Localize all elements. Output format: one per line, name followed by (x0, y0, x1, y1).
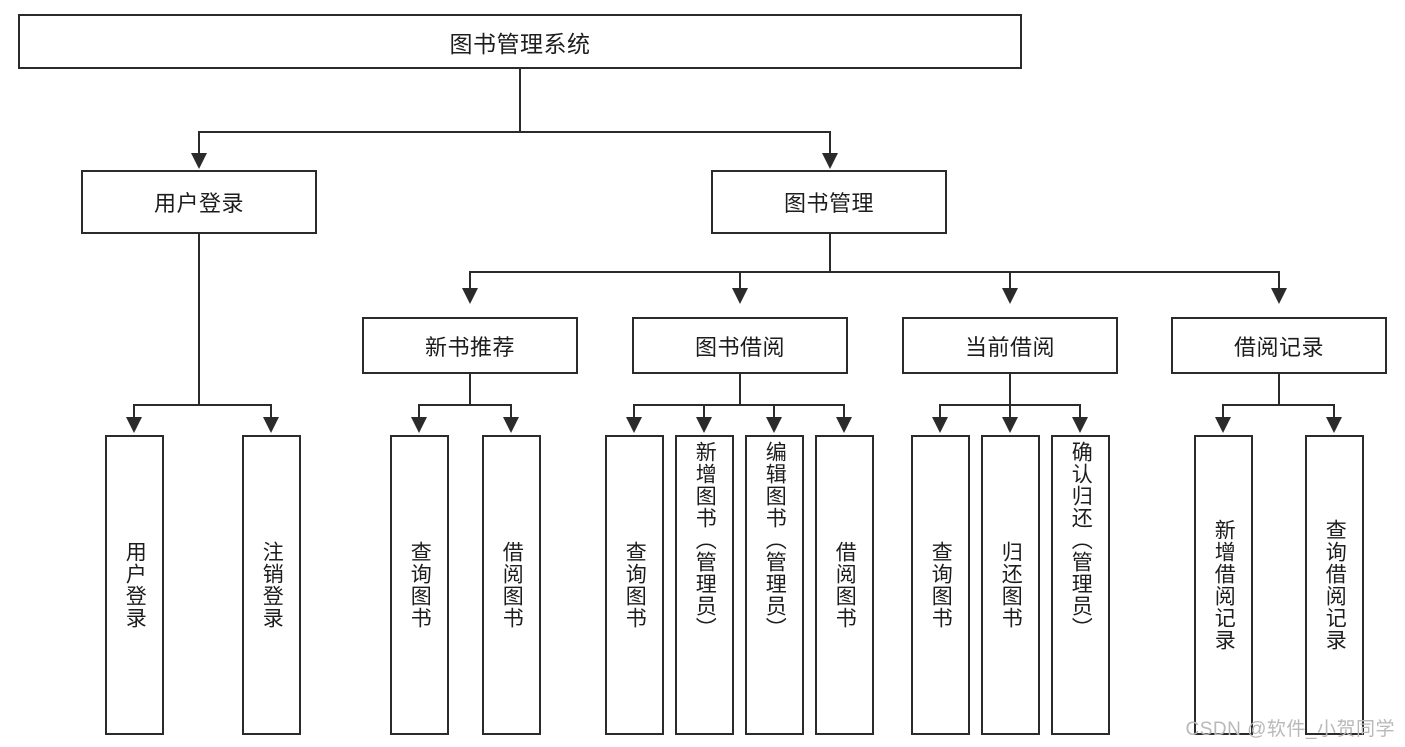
arrowhead-leaf-confirm-return (1072, 417, 1088, 433)
edge-user-login-drop-2 (270, 404, 272, 419)
node-book-borrow-label: 图书借阅 (694, 334, 785, 360)
edge-borrow-drop-4 (843, 404, 845, 419)
edge-current-stem (1009, 374, 1011, 405)
leaf-query-book-recommend-label: 查询图书 (408, 541, 432, 629)
leaf-borrow-book-recommend-label: 借阅图书 (500, 541, 524, 629)
arrowhead-leaf-query-record (1326, 417, 1342, 433)
leaf-borrow-book-label: 借阅图书 (833, 541, 857, 629)
node-book-management[interactable]: 图书管理 (711, 170, 947, 234)
edge-user-login-stem (198, 234, 200, 405)
edge-borrow-bus (633, 404, 845, 406)
leaf-borrow-book-recommend[interactable]: 借阅图书 (482, 435, 541, 735)
arrowhead-leaf-logout (263, 417, 279, 433)
arrowhead-leaf-borrow-book-2 (836, 417, 852, 433)
leaf-edit-book-admin-label: 编辑图书（管理员） (763, 441, 787, 639)
edge-user-login-drop-1 (133, 404, 135, 419)
edge-level3-bus (469, 271, 1280, 273)
node-new-book-recommend[interactable]: 新书推荐 (362, 317, 578, 374)
leaf-add-borrow-record[interactable]: 新增借阅记录 (1194, 435, 1253, 735)
leaf-confirm-return-admin[interactable]: 确认归还（管理员） (1051, 435, 1110, 735)
leaf-query-borrow-record[interactable]: 查询借阅记录 (1305, 435, 1364, 735)
edge-borrow-drop-3 (773, 404, 775, 419)
leaf-user-login-label: 用户登录 (123, 541, 147, 629)
leaf-query-book-recommend[interactable]: 查询图书 (390, 435, 449, 735)
edge-level3-drop-3 (1009, 271, 1011, 289)
leaf-query-book-current-label: 查询图书 (929, 541, 953, 629)
leaf-return-book-label: 归还图书 (999, 541, 1023, 629)
node-current-borrow[interactable]: 当前借阅 (902, 317, 1118, 374)
node-root-system-label: 图书管理系统 (449, 30, 591, 57)
edge-records-bus (1222, 404, 1335, 406)
node-borrow-records-label: 借阅记录 (1233, 334, 1324, 360)
leaf-query-borrow-record-label: 查询借阅记录 (1323, 519, 1347, 651)
edge-borrow-drop-1 (633, 404, 635, 419)
leaf-query-book-borrow[interactable]: 查询图书 (605, 435, 664, 735)
leaf-borrow-book[interactable]: 借阅图书 (815, 435, 874, 735)
edge-recommend-stem (469, 374, 471, 405)
arrowhead-borrow-records (1271, 288, 1287, 304)
arrowhead-new-book-recommend (462, 288, 478, 304)
arrowhead-leaf-add-book (696, 417, 712, 433)
edge-records-stem (1278, 374, 1280, 405)
edge-user-login-bus (133, 404, 271, 406)
edge-to-user-login (198, 131, 200, 155)
leaf-query-book-current[interactable]: 查询图书 (911, 435, 970, 735)
edge-borrow-stem (739, 374, 741, 405)
leaf-query-book-borrow-label: 查询图书 (623, 541, 647, 629)
arrowhead-current-borrow (1002, 288, 1018, 304)
edge-recommend-bus (418, 404, 511, 406)
edge-records-drop-2 (1333, 404, 1335, 419)
leaf-add-borrow-record-label: 新增借阅记录 (1212, 519, 1236, 651)
edge-to-book-manage (829, 131, 831, 155)
leaf-add-book-admin-label: 新增图书（管理员） (693, 441, 717, 639)
arrowhead-leaf-borrow-book-1 (503, 417, 519, 433)
node-root-system[interactable]: 图书管理系统 (18, 14, 1022, 69)
edge-current-drop-3 (1079, 404, 1081, 419)
leaf-confirm-return-admin-label: 确认归还（管理员） (1069, 441, 1093, 639)
arrowhead-leaf-return-book (1002, 417, 1018, 433)
leaf-add-book-admin[interactable]: 新增图书（管理员） (675, 435, 734, 735)
edge-current-drop-2 (1009, 404, 1011, 419)
node-book-borrow[interactable]: 图书借阅 (632, 317, 848, 374)
edge-level3-drop-4 (1278, 271, 1280, 289)
edge-book-manage-stem (829, 234, 831, 272)
leaf-edit-book-admin[interactable]: 编辑图书（管理员） (745, 435, 804, 735)
node-user-login-label: 用户登录 (153, 191, 244, 216)
node-user-login[interactable]: 用户登录 (81, 170, 317, 234)
edge-level3-drop-2 (739, 271, 741, 289)
arrowhead-leaf-query-book-3 (932, 417, 948, 433)
leaf-logout-label: 注销登录 (260, 541, 284, 629)
arrowhead-user-login (191, 153, 207, 169)
edge-records-drop-1 (1222, 404, 1224, 419)
arrowhead-leaf-user-login (126, 417, 142, 433)
arrowhead-leaf-query-book-2 (626, 417, 642, 433)
node-current-borrow-label: 当前借阅 (964, 334, 1055, 360)
edge-root-stem (519, 69, 521, 132)
csdn-watermark: CSDN @软件_小贺同学 (1185, 719, 1395, 740)
node-new-book-recommend-label: 新书推荐 (424, 334, 515, 360)
leaf-logout[interactable]: 注销登录 (242, 435, 301, 735)
edge-borrow-drop-2 (703, 404, 705, 419)
edge-level3-drop-1 (469, 271, 471, 289)
edge-current-drop-1 (939, 404, 941, 419)
edge-recommend-drop-2 (510, 404, 512, 419)
arrowhead-leaf-add-record (1215, 417, 1231, 433)
edge-level2-bus (198, 131, 831, 133)
leaf-return-book[interactable]: 归还图书 (981, 435, 1040, 735)
arrowhead-book-borrow (732, 288, 748, 304)
leaf-user-login[interactable]: 用户登录 (105, 435, 164, 735)
node-borrow-records[interactable]: 借阅记录 (1171, 317, 1387, 374)
edge-recommend-drop-1 (418, 404, 420, 419)
arrowhead-leaf-query-book-1 (411, 417, 427, 433)
arrowhead-leaf-edit-book (766, 417, 782, 433)
arrowhead-book-manage (822, 153, 838, 169)
node-book-management-label: 图书管理 (783, 191, 874, 216)
